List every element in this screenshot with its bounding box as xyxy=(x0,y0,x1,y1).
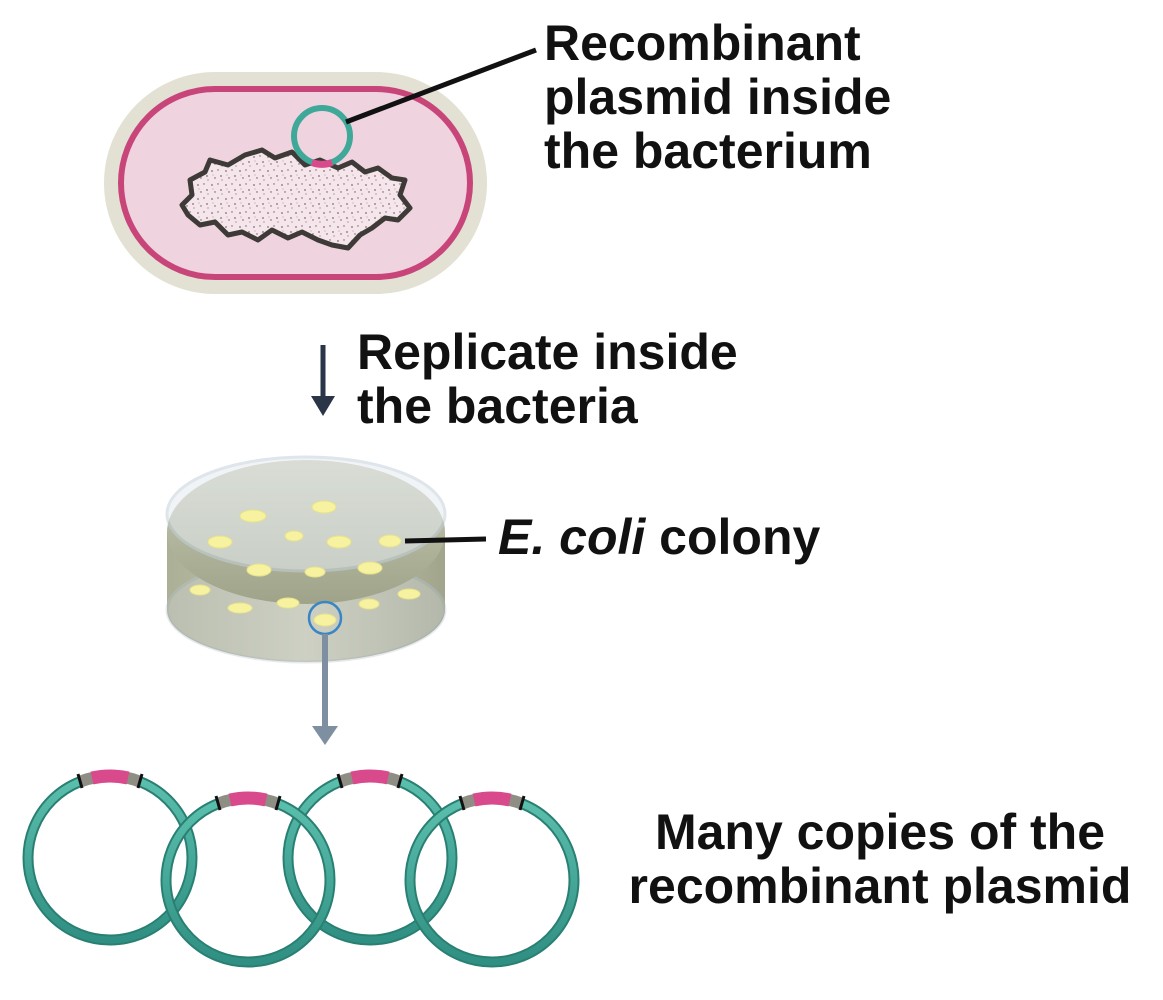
recombinant-plasmid-label: Recombinant plasmid inside the bacterium xyxy=(544,16,891,178)
plasmid-leader-line xyxy=(345,47,537,125)
colony xyxy=(284,530,304,542)
colony xyxy=(378,534,402,548)
replicate-label: Replicate inside the bacteria xyxy=(357,325,738,433)
label-line: Replicate inside xyxy=(357,324,738,380)
colony xyxy=(397,588,421,600)
colony xyxy=(311,500,337,514)
colony xyxy=(207,535,233,549)
replicate-arrow xyxy=(311,345,335,416)
colony xyxy=(326,535,352,549)
label-line: the bacteria xyxy=(357,378,638,434)
bacterium xyxy=(104,47,537,294)
species-name: E. coli xyxy=(498,509,646,565)
plasmid-copy xyxy=(160,791,336,968)
colony xyxy=(276,597,300,609)
many-copies-label: Many copies of the recombinant plasmid xyxy=(600,805,1160,913)
petri-dish xyxy=(165,455,487,664)
plasmid-insert xyxy=(310,159,334,168)
plasmid-copies xyxy=(22,769,580,968)
colony-leader-line xyxy=(404,536,487,544)
dish-lid xyxy=(165,455,447,573)
copies-arrow xyxy=(312,634,338,745)
colony xyxy=(246,563,272,577)
label-line: Many copies of the xyxy=(654,804,1106,860)
label-line: the bacterium xyxy=(544,123,872,179)
colony xyxy=(239,509,267,523)
colony-label: E. coli colony xyxy=(498,510,820,564)
colony xyxy=(357,561,383,575)
colony xyxy=(189,584,211,596)
label-line: recombinant plasmid xyxy=(628,858,1132,914)
colonies xyxy=(189,500,421,627)
label-line: Recombinant xyxy=(544,15,861,71)
colony xyxy=(304,566,326,578)
colony-word: colony xyxy=(645,509,821,565)
label-line: plasmid inside xyxy=(544,69,892,125)
colony xyxy=(313,613,337,627)
plasmid-copy xyxy=(282,769,458,946)
plasmid-copy xyxy=(404,791,580,968)
bacterial-chromosome xyxy=(179,147,413,251)
colony xyxy=(227,602,253,614)
colony xyxy=(358,598,380,610)
plasmid-copy xyxy=(22,769,198,946)
